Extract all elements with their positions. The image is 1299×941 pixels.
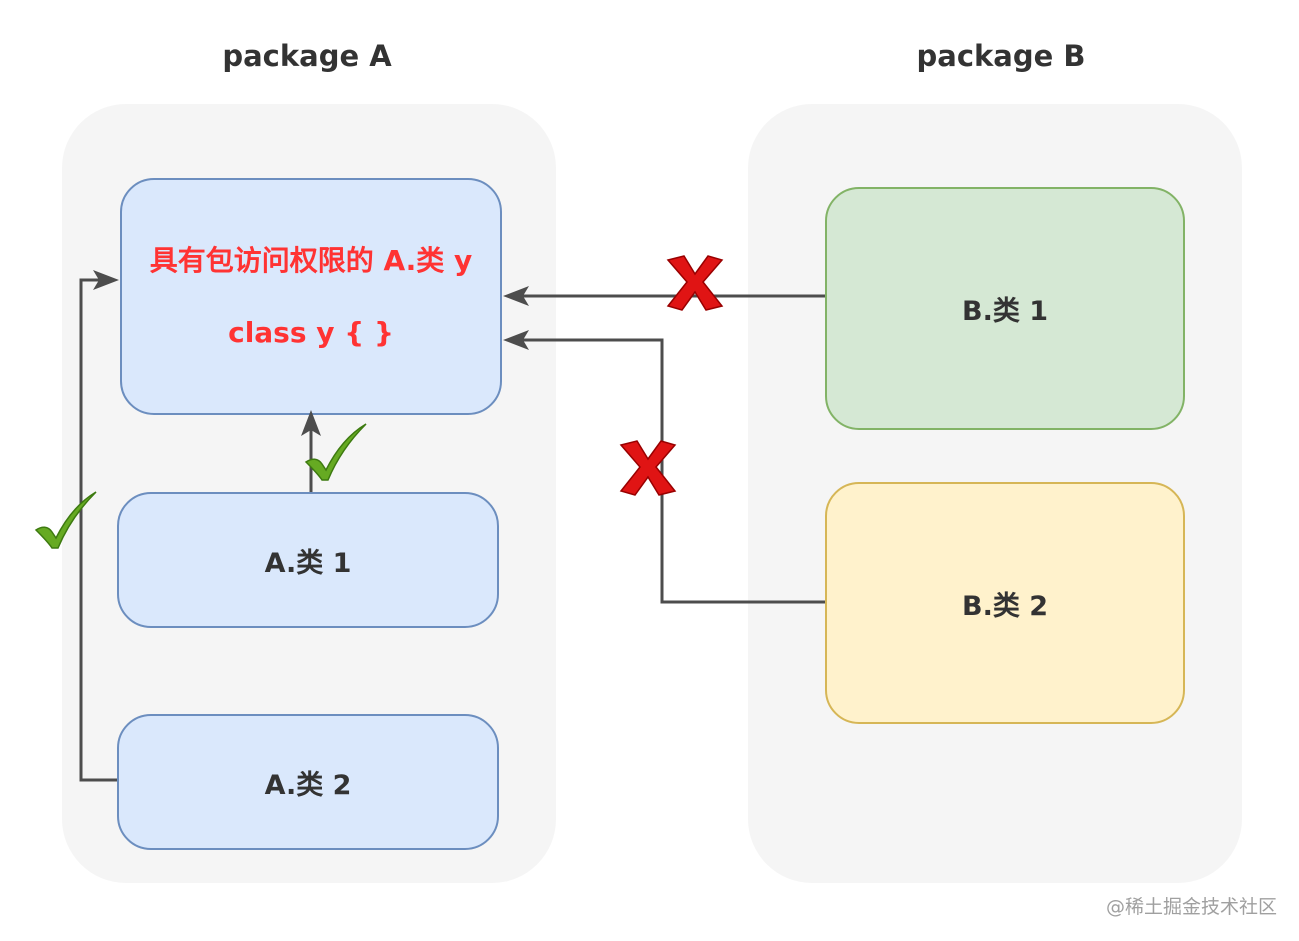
package-b-title: package B [916,39,1086,73]
arrow-a-class1-to-y [301,410,321,492]
class-y-box[interactable]: 具有包访问权限的 A.类 y class y { } [120,178,502,415]
a-class-2-label: A.类 2 [264,769,352,801]
a-class-1-label: A.类 1 [264,547,352,579]
b-class-2-box[interactable]: B.类 2 [825,482,1185,724]
class-y-code: class y { } [228,315,394,349]
class-y-title: 具有包访问权限的 A.类 y [149,243,473,277]
arrow-b-class2-to-y [503,330,825,604]
check-icon [304,423,367,481]
cross-icon [666,255,724,311]
watermark: @稀土掘金技术社区 [1105,896,1277,918]
package-a-title: package A [222,39,392,73]
a-class-1-box[interactable]: A.类 1 [117,492,499,628]
check-icon [34,491,97,549]
b-class-1-box[interactable]: B.类 1 [825,187,1185,430]
arrow-b-class1-to-y [503,286,825,306]
cross-icon [619,440,677,496]
b-class-1-label: B.类 1 [961,296,1049,327]
arrow-a-class2-to-y [79,270,119,782]
b-class-2-label: B.类 2 [961,590,1049,622]
a-class-2-box[interactable]: A.类 2 [117,714,499,850]
